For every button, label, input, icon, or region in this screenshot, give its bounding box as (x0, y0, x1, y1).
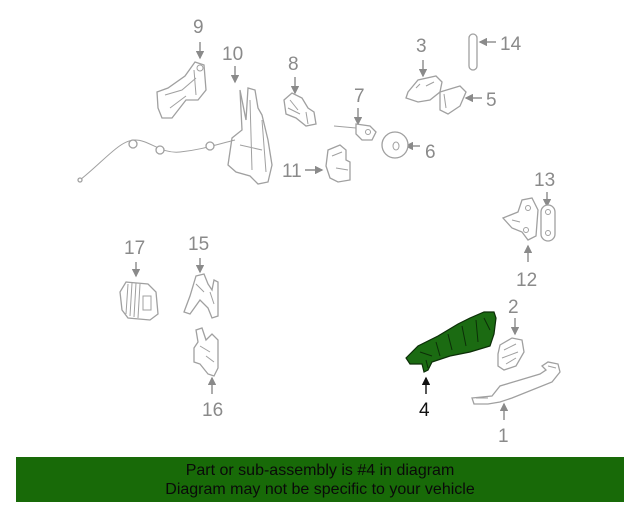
part-8[interactable]: 8 (283, 54, 317, 127)
banner-line-1: Part or sub-assembly is #4 in diagram (185, 461, 455, 479)
part-info-banner: Part or sub-assembly is #4 in diagram Di… (16, 457, 624, 502)
callout-5: 5 (486, 90, 497, 111)
callout-4: 4 (419, 400, 430, 421)
banner-line-2: Diagram may not be specific to your vehi… (165, 480, 475, 498)
callout-13: 13 (534, 170, 555, 191)
part-13[interactable]: 13 (534, 170, 556, 242)
callout-11: 11 (282, 161, 302, 182)
callout-16: 16 (202, 400, 223, 421)
callout-14: 14 (500, 34, 522, 55)
callout-8: 8 (288, 54, 299, 75)
callout-12: 12 (516, 270, 537, 291)
callout-3: 3 (416, 36, 427, 57)
part-5[interactable]: 5 (439, 85, 497, 115)
callout-10: 10 (222, 44, 243, 65)
callout-6: 6 (425, 142, 436, 163)
part-17[interactable]: 17 (119, 238, 159, 321)
callout-15: 15 (188, 234, 209, 255)
part-4-highlighted[interactable]: 4 (405, 311, 497, 421)
callout-1: 1 (498, 426, 509, 447)
part-6[interactable]: 6 (381, 131, 436, 163)
part-16[interactable]: 16 (193, 327, 223, 421)
callout-7: 7 (354, 86, 365, 107)
parts-diagram: 9 10 8 7 11 6 (77, 17, 561, 447)
part-12[interactable]: 12 (501, 197, 539, 291)
callout-2: 2 (508, 297, 519, 318)
callout-9: 9 (193, 17, 204, 38)
part-11[interactable]: 11 (282, 144, 351, 183)
part-9[interactable]: 9 (156, 17, 207, 119)
part-14[interactable]: 14 (468, 33, 522, 71)
part-10[interactable]: 10 (77, 44, 273, 185)
part-7[interactable]: 7 (333, 86, 377, 141)
part-15[interactable]: 15 (183, 234, 219, 319)
part-3[interactable]: 3 (405, 36, 443, 103)
part-1[interactable]: 1 (471, 361, 561, 447)
part-2[interactable]: 2 (497, 297, 525, 371)
callout-17: 17 (124, 238, 145, 259)
